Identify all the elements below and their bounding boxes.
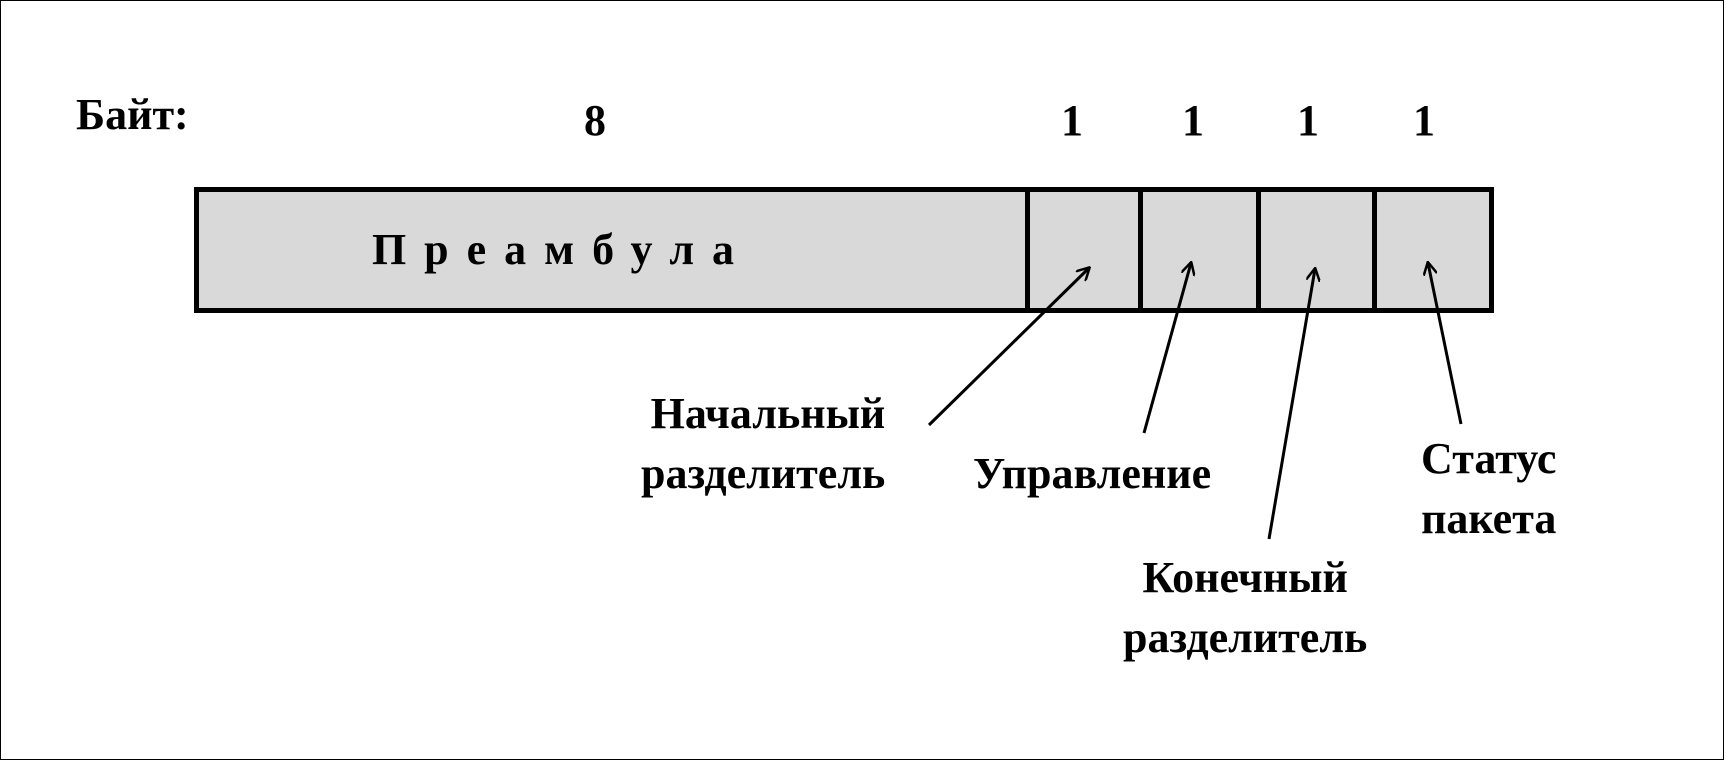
- end-delimiter-cell: [1256, 187, 1377, 313]
- preamble-label: Преамбула: [371, 225, 753, 274]
- callout-control-line1: Управление: [973, 449, 1212, 498]
- preamble-cell: Преамбула: [194, 187, 1030, 313]
- callout-start-delimiter: Начальный разделитель: [641, 384, 885, 504]
- callout-start-delimiter-line1: Начальный: [650, 389, 886, 438]
- size-label-start-delimiter: 1: [1061, 96, 1083, 145]
- callout-frame-status-line2: пакета: [1421, 494, 1557, 543]
- bytes-label: Байт:: [76, 90, 189, 139]
- arrow-frame-status: [1428, 263, 1463, 425]
- callout-start-delimiter-line2: разделитель: [641, 449, 886, 498]
- arrow-start-delimiter: [927, 268, 1089, 427]
- arrow-control: [1142, 263, 1191, 434]
- callout-end-delimiter: Конечный разделитель: [1123, 548, 1367, 668]
- callout-end-delimiter-line2: разделитель: [1123, 613, 1368, 662]
- start-delimiter-cell: [1025, 187, 1143, 313]
- size-label-control: 1: [1182, 96, 1204, 145]
- size-label-end-delimiter: 1: [1297, 96, 1319, 145]
- callout-end-delimiter-line1: Конечный: [1142, 553, 1348, 602]
- callout-frame-status: Статус пакета: [1421, 429, 1556, 549]
- size-label-preamble: 8: [584, 96, 606, 145]
- callout-control: Управление: [973, 444, 1211, 504]
- arrow-end-delimiter: [1267, 269, 1315, 540]
- callout-frame-status-line1: Статус: [1421, 434, 1557, 483]
- size-label-frame-status: 1: [1413, 96, 1435, 145]
